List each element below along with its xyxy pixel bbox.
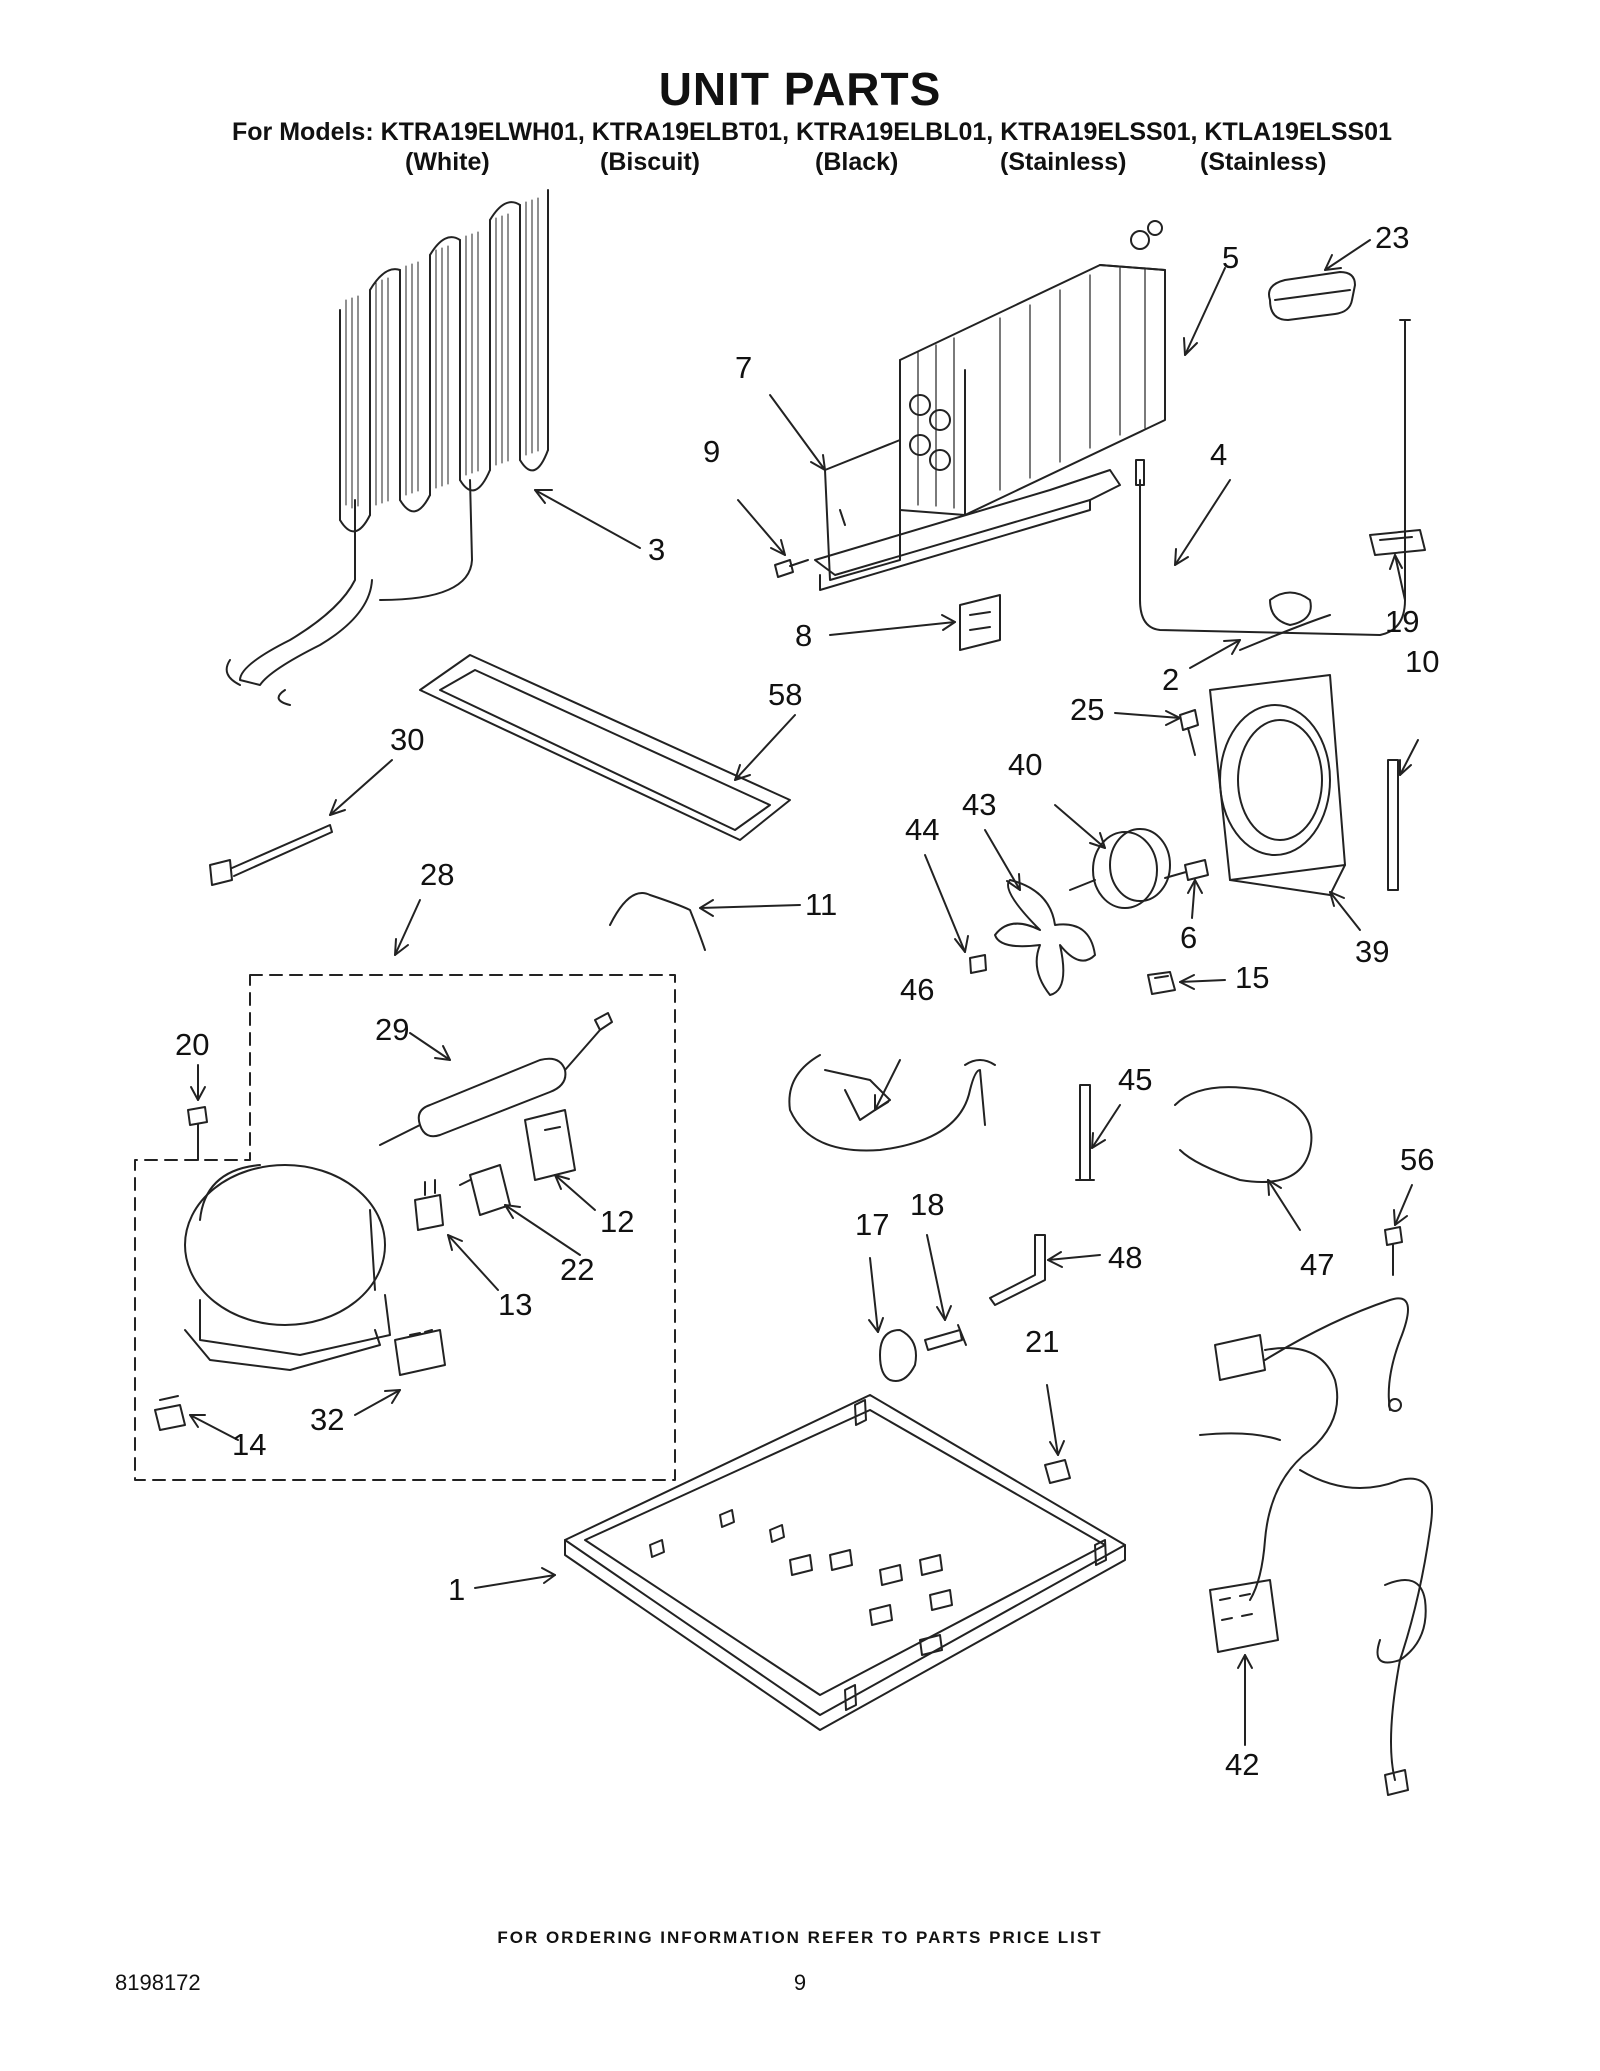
compressor-kit-boundary xyxy=(134,974,676,1481)
callout-6: 6 xyxy=(1180,920,1197,955)
callout-47: 47 xyxy=(1300,1247,1334,1282)
callout-39: 39 xyxy=(1355,934,1389,969)
callout-3: 3 xyxy=(648,532,665,567)
model-color-stainless-1: (Stainless) xyxy=(1000,148,1127,176)
fan-blade xyxy=(994,879,1096,996)
tubing-46 xyxy=(788,1054,996,1152)
callout-30: 30 xyxy=(390,722,424,757)
callout-4: 4 xyxy=(1210,437,1227,472)
callout-42: 42 xyxy=(1225,1747,1259,1782)
drain-pan xyxy=(419,654,791,841)
spacer-17 xyxy=(879,1329,917,1382)
model-color-black: (Black) xyxy=(815,148,899,176)
clip-11 xyxy=(609,892,706,951)
clip-19 xyxy=(1369,529,1426,556)
tube-48 xyxy=(989,1234,1046,1306)
callout-2: 2 xyxy=(1162,662,1179,697)
callout-58: 58 xyxy=(768,677,802,712)
screw-6 xyxy=(1164,859,1209,881)
base-pan xyxy=(564,1394,1126,1731)
callout-17: 17 xyxy=(855,1207,889,1242)
screw-9 xyxy=(774,559,809,578)
wiring-harness xyxy=(1199,1297,1433,1796)
relay-22 xyxy=(459,1164,511,1216)
page-number: 9 xyxy=(793,1970,807,1995)
screw-18 xyxy=(924,1324,967,1351)
callout-7: 7 xyxy=(735,350,752,385)
callout-45: 45 xyxy=(1118,1062,1152,1097)
callout-46: 46 xyxy=(900,972,934,1007)
sensor-2 xyxy=(1239,591,1331,651)
pin-45 xyxy=(1075,1084,1095,1181)
ordering-note: FOR ORDERING INFORMATION REFER TO PARTS … xyxy=(497,1928,1103,1947)
clip-8 xyxy=(959,594,1001,651)
callout-19: 19 xyxy=(1385,604,1419,639)
models-line: For Models: KTRA19ELWH01, KTRA19ELBT01, … xyxy=(232,118,1392,146)
callout-11: 11 xyxy=(805,887,837,922)
callout-12: 12 xyxy=(600,1204,634,1239)
model-color-biscuit: (Biscuit) xyxy=(600,148,700,176)
callout-29: 29 xyxy=(375,1012,409,1047)
cable-tie xyxy=(209,824,333,886)
callout-1: 1 xyxy=(448,1572,465,1607)
callout-48: 48 xyxy=(1108,1240,1142,1275)
model-color-stainless-2: (Stainless) xyxy=(1200,148,1327,176)
callout-22: 22 xyxy=(560,1252,594,1287)
callout-28: 28 xyxy=(420,857,454,892)
model-color-white: (White) xyxy=(405,148,490,176)
callout-43: 43 xyxy=(962,787,996,822)
compressor xyxy=(184,1164,391,1371)
callout-15: 15 xyxy=(1235,960,1269,995)
fan-shroud xyxy=(1209,674,1346,896)
leader-lines xyxy=(189,239,1419,1746)
condenser-coil xyxy=(225,189,549,706)
page-title: UNIT PARTS xyxy=(658,63,942,115)
callout-56: 56 xyxy=(1400,1142,1434,1177)
callout-40: 40 xyxy=(1008,747,1042,782)
callout-23: 23 xyxy=(1375,220,1409,255)
nut-21 xyxy=(1044,1459,1071,1484)
callout-5: 5 xyxy=(1222,240,1239,275)
callout-44: 44 xyxy=(905,812,939,847)
callout-10: 10 xyxy=(1405,644,1439,679)
callout-13: 13 xyxy=(498,1287,532,1322)
start-device-32 xyxy=(394,1329,446,1376)
callout-32: 32 xyxy=(310,1402,344,1437)
evaporator xyxy=(814,220,1166,591)
callout-8: 8 xyxy=(795,618,812,653)
grommet-15 xyxy=(1147,971,1176,995)
callout-20: 20 xyxy=(175,1027,209,1062)
callout-14: 14 xyxy=(232,1427,266,1462)
document-number: 8198172 xyxy=(115,1970,201,1995)
grommet-14 xyxy=(154,1395,186,1431)
relay-cover-12 xyxy=(524,1109,576,1181)
drain-cap xyxy=(1268,271,1356,321)
tube-47 xyxy=(1174,1086,1313,1183)
screw-20 xyxy=(187,1106,208,1161)
screw-25 xyxy=(1179,709,1199,756)
callout-21: 21 xyxy=(1025,1324,1059,1359)
evaporator-bracket xyxy=(824,439,901,581)
callout-25: 25 xyxy=(1070,692,1104,727)
overload-13 xyxy=(414,1179,444,1231)
gasket-10 xyxy=(1387,759,1399,891)
filter-dryer xyxy=(379,1012,613,1146)
retainer-44 xyxy=(969,954,987,974)
fan-motor xyxy=(1069,828,1171,909)
screw-56 xyxy=(1384,1226,1403,1276)
defrost-thermostat-wires xyxy=(1135,319,1411,636)
callout-9: 9 xyxy=(703,434,720,469)
callout-18: 18 xyxy=(910,1187,944,1222)
